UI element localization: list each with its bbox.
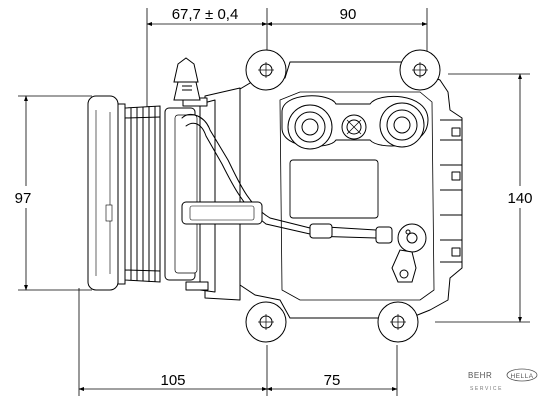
dim-top-right: 90 bbox=[340, 6, 357, 23]
service-logo-text: SERVICE bbox=[470, 386, 503, 392]
top-cap bbox=[173, 57, 201, 101]
dim-bottom-right: 75 bbox=[324, 372, 341, 389]
hella-logo-text: HELLA bbox=[510, 373, 533, 380]
electrical-connector bbox=[391, 223, 427, 283]
dim-left: 97 bbox=[15, 190, 32, 207]
dim-right: 140 bbox=[507, 190, 532, 207]
behr-hella-logo: BEHR HELLA SERVICE bbox=[468, 368, 538, 392]
hella-logo-ellipse bbox=[506, 368, 538, 382]
pulley bbox=[87, 95, 161, 291]
behr-logo-text: BEHR bbox=[468, 371, 492, 380]
dim-bottom-left: 105 bbox=[160, 372, 185, 389]
dim-top-left: 67,7 ± 0,4 bbox=[172, 6, 239, 23]
